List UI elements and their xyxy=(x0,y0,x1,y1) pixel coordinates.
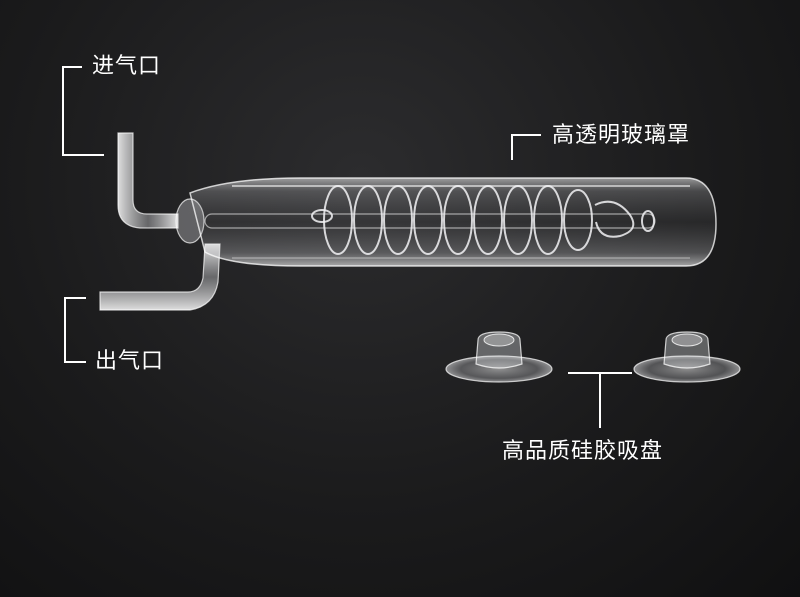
outlet-callout-line-v xyxy=(64,297,66,363)
suction-cup-left xyxy=(445,331,553,383)
outlet-pipe xyxy=(99,243,221,311)
suction-cup-label: 高品质硅胶吸盘 xyxy=(502,439,664,464)
suction-callout-line-v xyxy=(599,372,601,428)
glass-callout-line-v xyxy=(511,134,513,160)
suction-cup-right xyxy=(633,331,741,383)
spiral-coil xyxy=(311,185,655,255)
glass-callout-line-h xyxy=(511,134,541,136)
outlet-callout-line-h2 xyxy=(64,361,86,363)
inlet-callout-line-v xyxy=(62,66,64,156)
inlet-label: 进气口 xyxy=(92,54,162,79)
glass-cover-label: 高透明玻璃罩 xyxy=(552,123,691,148)
outlet-callout-line-h xyxy=(64,297,86,299)
inlet-callout-line-h2 xyxy=(62,154,104,156)
inlet-pipe xyxy=(117,132,179,229)
outlet-label: 出气口 xyxy=(95,349,165,374)
inlet-callout-line-h xyxy=(62,66,82,68)
